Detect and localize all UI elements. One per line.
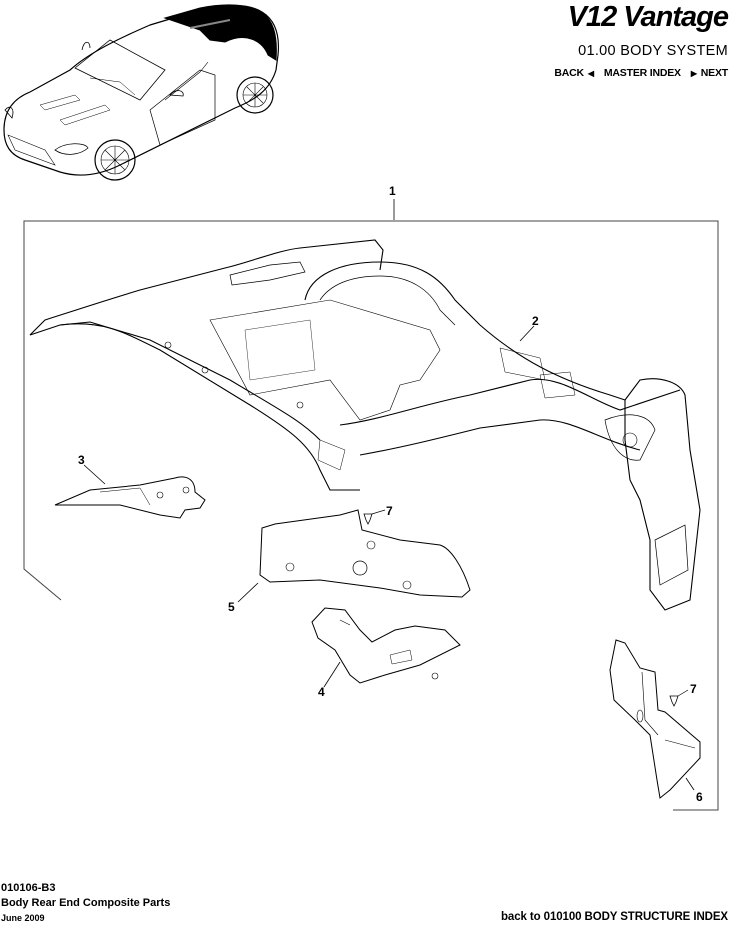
callout-7-lower[interactable]: 7 xyxy=(690,682,697,696)
back-button[interactable]: BACK ◀ xyxy=(554,67,594,79)
callout-2-leader xyxy=(519,325,535,342)
left-triangle-icon: ◀ xyxy=(587,68,594,78)
fastener-clip-lower-drawing xyxy=(669,695,679,707)
part-4-drawing xyxy=(311,607,461,684)
callout-7-leader-upper xyxy=(371,509,386,515)
next-label: NEXT xyxy=(700,67,728,79)
v12-vantage-logo: V12 Vantage xyxy=(567,1,729,33)
diagram-title: Body Rear End Composite Parts xyxy=(1,897,171,909)
assembly-group-frame xyxy=(23,220,719,811)
callout-4[interactable]: 4 xyxy=(318,685,325,699)
callout-1[interactable]: 1 xyxy=(389,184,396,198)
callout-6-leader xyxy=(685,777,695,791)
callout-7-upper[interactable]: 7 xyxy=(386,504,393,518)
part-6-drawing xyxy=(609,639,701,799)
back-label: BACK xyxy=(554,67,584,79)
callout-2[interactable]: 2 xyxy=(532,314,539,328)
parts-exploded-diagram xyxy=(23,199,719,811)
navigation-bar: BACK ◀ MASTER INDEX ▶ NEXT xyxy=(554,67,728,79)
callout-3-leader xyxy=(83,464,106,485)
callout-5-leader xyxy=(237,582,259,603)
callout-6[interactable]: 6 xyxy=(696,790,703,804)
rear-end-structure-drawing xyxy=(29,239,701,611)
publication-date: June 2009 xyxy=(1,913,45,923)
next-button[interactable]: ▶ NEXT xyxy=(691,67,728,79)
part-3-drawing xyxy=(54,476,206,519)
fastener-clip-upper-drawing xyxy=(363,513,373,525)
callout-7-leader-lower xyxy=(677,689,689,697)
back-to-body-structure-index-link[interactable]: back to 010100 BODY STRUCTURE INDEX xyxy=(501,911,728,923)
diagram-code: 010106-B3 xyxy=(1,882,56,894)
system-title: 01.00 BODY SYSTEM xyxy=(578,43,728,59)
right-triangle-icon: ▶ xyxy=(690,68,697,78)
part-5-drawing xyxy=(259,509,471,598)
callout-3[interactable]: 3 xyxy=(78,453,85,467)
master-index-link[interactable]: MASTER INDEX xyxy=(603,67,681,79)
callout-5[interactable]: 5 xyxy=(228,600,235,614)
car-thumbnail-illustration xyxy=(3,4,280,181)
callout-4-leader xyxy=(323,661,341,688)
